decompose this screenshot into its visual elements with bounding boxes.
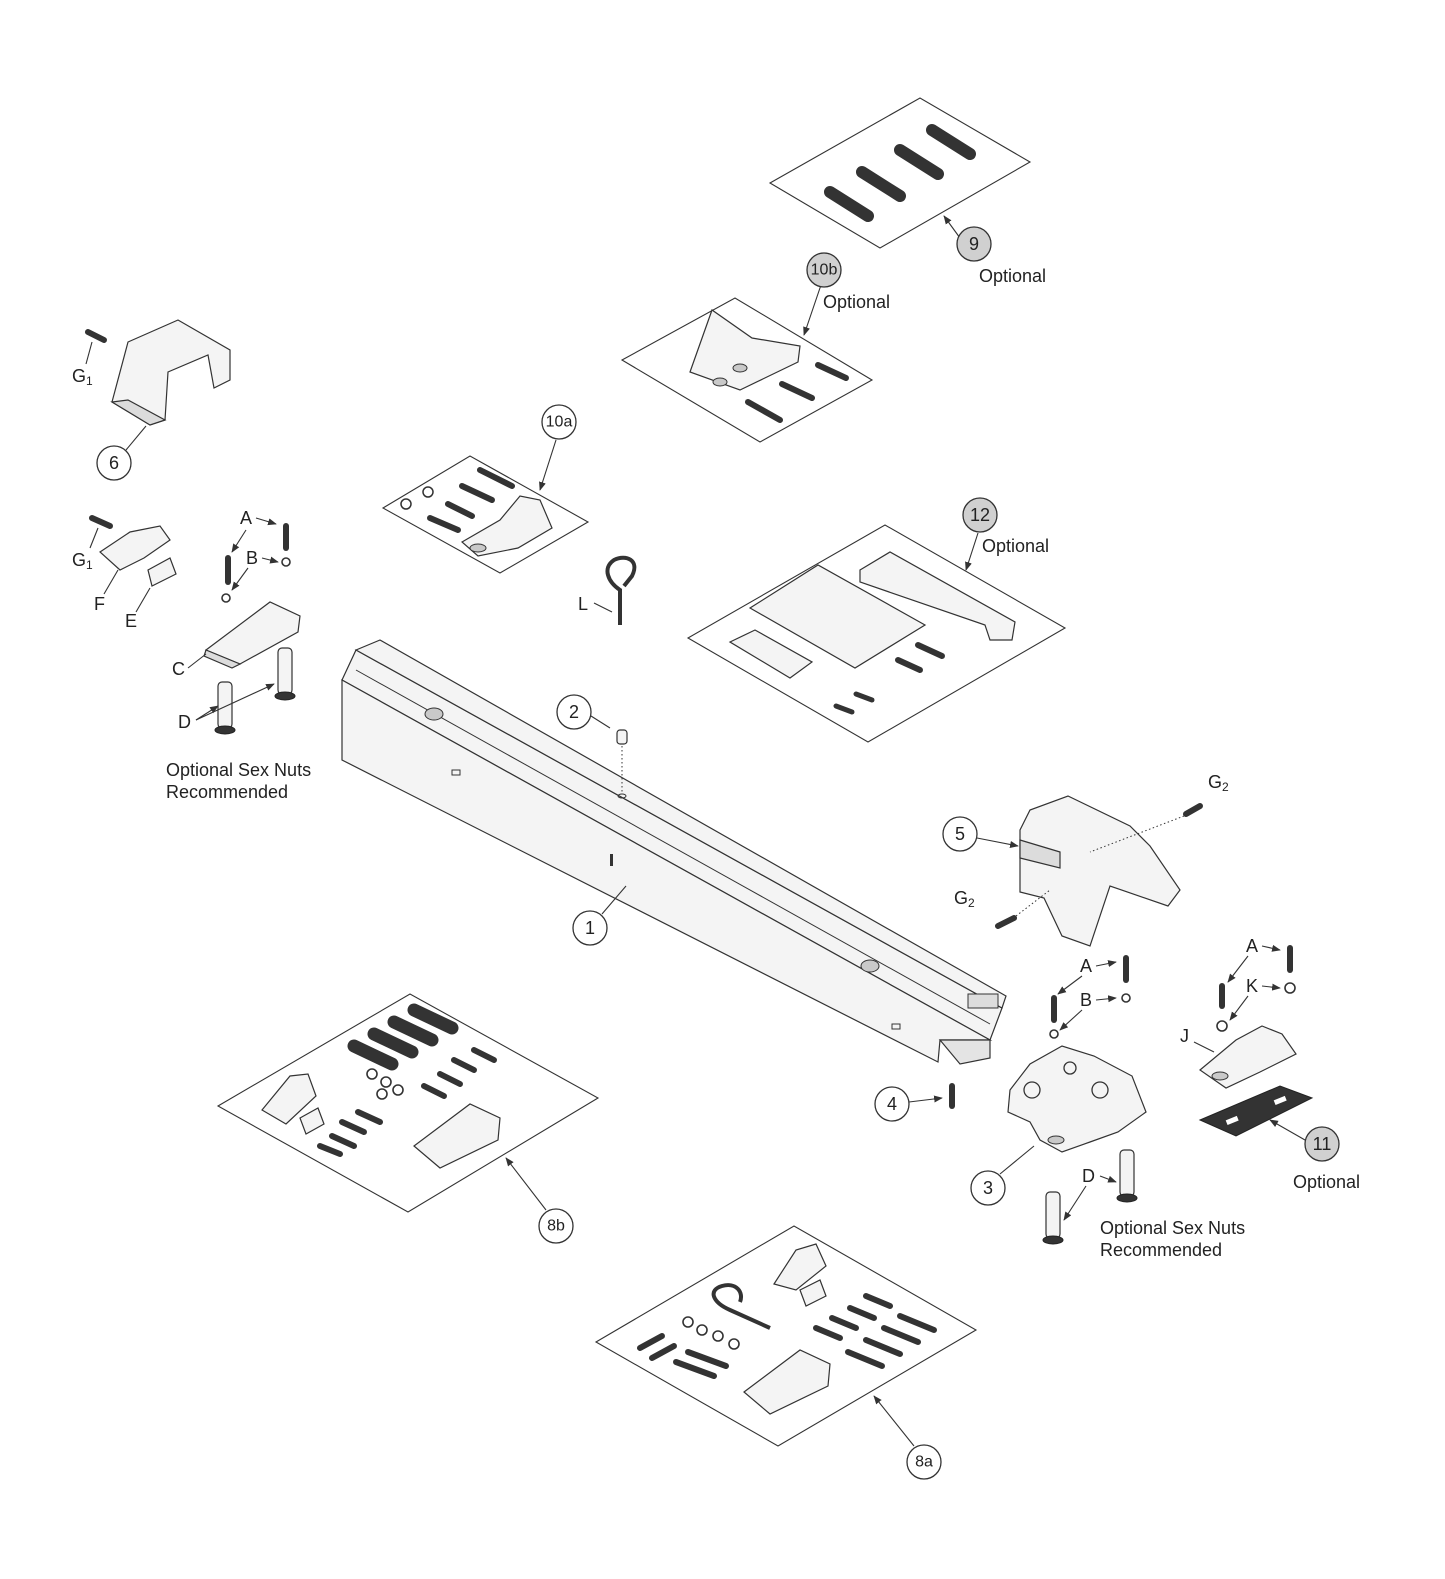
note-optional-9: Optional (979, 266, 1046, 286)
callout-8b-label: 8b (547, 1218, 565, 1235)
label-g1-top: G1 (72, 366, 93, 388)
part-2-pin (616, 729, 628, 799)
callout-11-label: 11 (1313, 1134, 1332, 1154)
note-optional-11: Optional (1293, 1172, 1360, 1192)
label-b-left: B (246, 548, 258, 568)
callout-9 (956, 226, 992, 262)
label-e: E (125, 611, 137, 631)
callout-11 (1304, 1126, 1340, 1162)
callout-8a (906, 1444, 942, 1480)
callout-3-label: 3 (983, 1178, 993, 1198)
part-11-shim (1198, 1085, 1314, 1137)
kit-8a-bracket-c (743, 1349, 831, 1415)
part-3-latch-mechanism (1007, 1045, 1147, 1153)
part-c-mounting-bracket (203, 601, 301, 669)
note-sex-nuts-right-2: Recommended (1100, 1240, 1222, 1260)
kit-12-plate (748, 564, 927, 669)
kit-12-shim (728, 629, 814, 679)
kit-9-standoffs (824, 124, 976, 222)
callout-12 (962, 497, 998, 533)
kit-10b-strike (689, 309, 801, 391)
right-screws-a (1049, 955, 1131, 1039)
callout-1 (572, 910, 608, 946)
part-d-sex-nuts-right (1042, 1149, 1138, 1245)
part-1-rail (341, 639, 1007, 1065)
kit-10a-keeper (460, 495, 553, 557)
callout-10b-label: 10b (811, 262, 838, 279)
part-5-end-cover (995, 795, 1203, 947)
label-a-right: A (1080, 956, 1092, 976)
label-c: C (172, 659, 185, 679)
part-d-sex-nuts-left (214, 647, 296, 735)
kit-8b-panel (216, 993, 600, 1213)
callout-10b (806, 252, 842, 288)
kit-8b-bracket-f (261, 1073, 317, 1125)
callout-3 (970, 1170, 1006, 1206)
callout-4-label: 4 (887, 1094, 897, 1114)
callout-6 (96, 445, 132, 481)
label-d-right: D (1082, 1166, 1095, 1186)
callout-9-label: 9 (969, 234, 979, 254)
label-a-left: A (240, 508, 252, 528)
label-g2-left: G2 (954, 888, 975, 910)
part-l-dogging-key (605, 555, 637, 625)
label-f: F (94, 594, 105, 614)
callout-4 (874, 1086, 910, 1122)
callout-2 (556, 694, 592, 730)
kit-12-panel (686, 524, 1067, 743)
kit-8a-key (711, 1283, 771, 1330)
kit-8b-bracket-c (413, 1103, 501, 1169)
callout-10a (541, 404, 577, 440)
label-g2-right: G2 (1208, 772, 1229, 794)
callout-12-label: 12 (970, 505, 990, 525)
part-e-clip (147, 557, 177, 587)
part-j-keeper (1199, 1025, 1297, 1089)
note-sex-nuts-left-2: Recommended (166, 782, 288, 802)
callout-2-label: 2 (569, 702, 579, 722)
label-d-left: D (178, 712, 191, 732)
note-sex-nuts-left-1: Optional Sex Nuts (166, 760, 311, 780)
label-g1-mid: G1 (72, 550, 93, 572)
callout-5 (942, 816, 978, 852)
callout-1-label: 1 (585, 918, 595, 938)
kit-8a-bracket-f (773, 1243, 827, 1291)
note-optional-12: Optional (982, 536, 1049, 556)
label-b-right: B (1080, 990, 1092, 1010)
left-screws-a (221, 523, 291, 603)
label-l: L (578, 594, 588, 614)
part-f-bracket (89, 515, 171, 571)
label-j: J (1180, 1026, 1189, 1046)
callout-6-label: 6 (109, 453, 119, 473)
kit-8a-clip-e (799, 1279, 827, 1307)
kit-12-filler (859, 551, 1016, 641)
label-a-keeper: A (1246, 936, 1258, 956)
callout-10a-label: 10a (546, 414, 573, 431)
callout-8a-label: 8a (915, 1454, 933, 1471)
kit-10a-panel (381, 455, 590, 574)
right-screws-a-k (1216, 945, 1296, 1032)
note-sex-nuts-right-1: Optional Sex Nuts (1100, 1218, 1245, 1238)
label-k: K (1246, 976, 1258, 996)
kit-8b-clip-e (299, 1107, 325, 1135)
kit-8a-panel (594, 1225, 978, 1447)
callout-5-label: 5 (955, 824, 965, 844)
part-6-end-cap (85, 319, 231, 426)
note-optional-10b: Optional (823, 292, 890, 312)
kit-10b-panel (620, 297, 874, 443)
kit-9-panel (768, 97, 1032, 249)
callout-8b (538, 1208, 574, 1244)
